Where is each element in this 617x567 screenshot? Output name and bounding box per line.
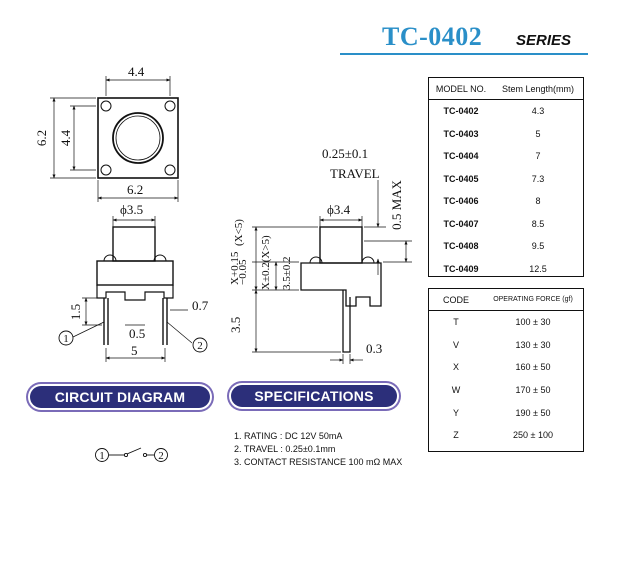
dim-x-gt5: X±0.2(X>5)	[260, 235, 272, 290]
force-cell: 160 ± 50	[515, 362, 551, 373]
side-view	[252, 180, 412, 364]
header-model-no: MODEL NO.	[435, 83, 487, 94]
table-row: W 170 ± 50	[429, 379, 583, 402]
stem-cell: 9.5	[531, 241, 545, 252]
dim-pin-length: 3.5	[228, 317, 243, 333]
specifications-banner: SPECIFICATIONS	[231, 385, 397, 407]
stem-length-table: MODEL NO. Stem Length(mm) TC-0402 4.3 TC-…	[428, 77, 584, 277]
model-title: TC-0402	[382, 22, 483, 51]
front-view-stem	[112, 226, 156, 262]
header-stem-length: Stem Length(mm)	[501, 83, 575, 94]
table-row: TC-0402 4.3	[429, 100, 583, 123]
table-row: Y 190 ± 50	[429, 401, 583, 424]
top-view-stem-inner	[115, 115, 161, 161]
table-row: TC-0405 7.3	[429, 168, 583, 191]
specifications-list: 1. RATING : DC 12V 50mA 2. TRAVEL : 0.25…	[234, 430, 434, 469]
front-view-body	[96, 260, 174, 286]
pin1-label: 1	[63, 333, 69, 345]
pin1-marker	[58, 330, 74, 346]
pin2-marker	[192, 337, 208, 353]
dim-stem-dia: ϕ3.5	[120, 202, 143, 217]
dim-travel-value: 0.25±0.1	[322, 146, 368, 161]
circuit-diagram	[95, 447, 168, 462]
stem-cell: 4.3	[531, 106, 545, 117]
dim-top-width: 4.4	[128, 64, 145, 79]
model-cell: TC-0402	[443, 106, 479, 117]
dim-travel-label: TRAVEL	[330, 166, 380, 181]
stem-cell: 5	[535, 128, 541, 139]
model-cell: TC-0408	[443, 241, 479, 252]
table-header: MODEL NO. Stem Length(mm)	[429, 78, 583, 100]
model-cell: TC-0405	[443, 173, 479, 184]
table-row: TC-0403 5	[429, 123, 583, 146]
dim-bottom-width: 6.2	[127, 182, 143, 197]
table-row: X 160 ± 50	[429, 356, 583, 379]
dim-x-lt5: (X<5)	[233, 219, 245, 246]
force-cell: 130 ± 30	[515, 339, 551, 350]
table-row: T 100 ± 30	[429, 311, 583, 334]
spec-rating: 1. RATING : DC 12V 50mA	[234, 431, 343, 441]
stem-cell: 8.5	[531, 218, 545, 229]
circuit-label-2: 2	[158, 450, 164, 462]
dim-pin-height: 1.5	[68, 304, 83, 320]
dim-max: 0.5 MAX	[389, 179, 404, 229]
force-cell: 100 ± 30	[515, 317, 551, 328]
table-row: TC-0404 7	[429, 145, 583, 168]
spec-resistance: 3. CONTACT RESISTANCE 100 mΩ MAX	[234, 457, 403, 467]
model-cell: TC-0407	[443, 218, 479, 229]
dim-side-stem-dia: ϕ3.4	[327, 202, 351, 217]
header-operating-force: OPERATING FORCE (gf)	[493, 296, 573, 303]
stem-cell: 12.5	[529, 263, 547, 274]
dim-x-minus: −0.05	[237, 259, 249, 285]
code-cell: Z	[453, 430, 459, 441]
table-row: TC-0409 12.5	[429, 258, 583, 281]
table-row: Z 250 ± 100	[429, 424, 583, 447]
model-cell: TC-0409	[443, 263, 479, 274]
series-label: SERIES	[516, 32, 572, 49]
table-row: TC-0408 9.5	[429, 235, 583, 258]
page-header: TC-0402 SERIES	[340, 22, 588, 58]
table-row: TC-0407 8.5	[429, 213, 583, 236]
model-cell: TC-0406	[443, 196, 479, 207]
stem-cell: 7.3	[531, 173, 545, 184]
top-view-body	[97, 97, 179, 179]
pin2-label: 2	[197, 340, 203, 352]
code-cell: X	[452, 362, 459, 373]
top-view-stem	[112, 112, 164, 164]
title-underline	[340, 53, 588, 55]
code-cell: T	[453, 317, 459, 328]
table-header: CODE OPERATING FORCE (gf)	[429, 289, 583, 311]
table-row: V 130 ± 30	[429, 334, 583, 357]
force-cell: 190 ± 50	[515, 407, 551, 418]
code-cell: W	[451, 385, 461, 396]
operating-force-table: CODE OPERATING FORCE (gf) T 100 ± 30 V 130…	[428, 288, 584, 452]
dim-pin-width: 0.7	[192, 298, 209, 313]
stem-cell: 8	[535, 196, 541, 207]
model-cell: TC-0403	[443, 128, 479, 139]
top-view	[50, 76, 179, 202]
spec-travel: 2. TRAVEL : 0.25±0.1mm	[234, 444, 336, 454]
dim-pin-gap: 0.5	[129, 326, 145, 341]
dim-left-inner: 4.4	[58, 129, 73, 146]
front-view	[58, 216, 208, 362]
header-code: CODE	[442, 294, 469, 305]
code-cell: V	[452, 339, 459, 350]
circuit-terminal-2	[154, 448, 168, 462]
model-cell: TC-0404	[443, 151, 479, 162]
circuit-diagram-banner: CIRCUIT DIAGRAM	[30, 386, 210, 408]
circuit-terminal-1	[95, 448, 109, 462]
dim-body-height: 3.5±0.2	[281, 256, 293, 290]
force-cell: 250 ± 100	[513, 430, 553, 441]
side-view-stem	[319, 226, 363, 264]
table-row: TC-0406 8	[429, 190, 583, 213]
stem-cell: 7	[535, 151, 541, 162]
dim-left-height: 6.2	[34, 130, 49, 146]
dim-pin-thickness: 0.3	[366, 341, 382, 356]
dim-pin-pitch: 5	[131, 343, 138, 358]
dim-x-plus: X+0.15	[229, 251, 241, 285]
circuit-label-1: 1	[99, 450, 105, 462]
force-cell: 170 ± 50	[515, 385, 551, 396]
code-cell: Y	[452, 407, 459, 418]
